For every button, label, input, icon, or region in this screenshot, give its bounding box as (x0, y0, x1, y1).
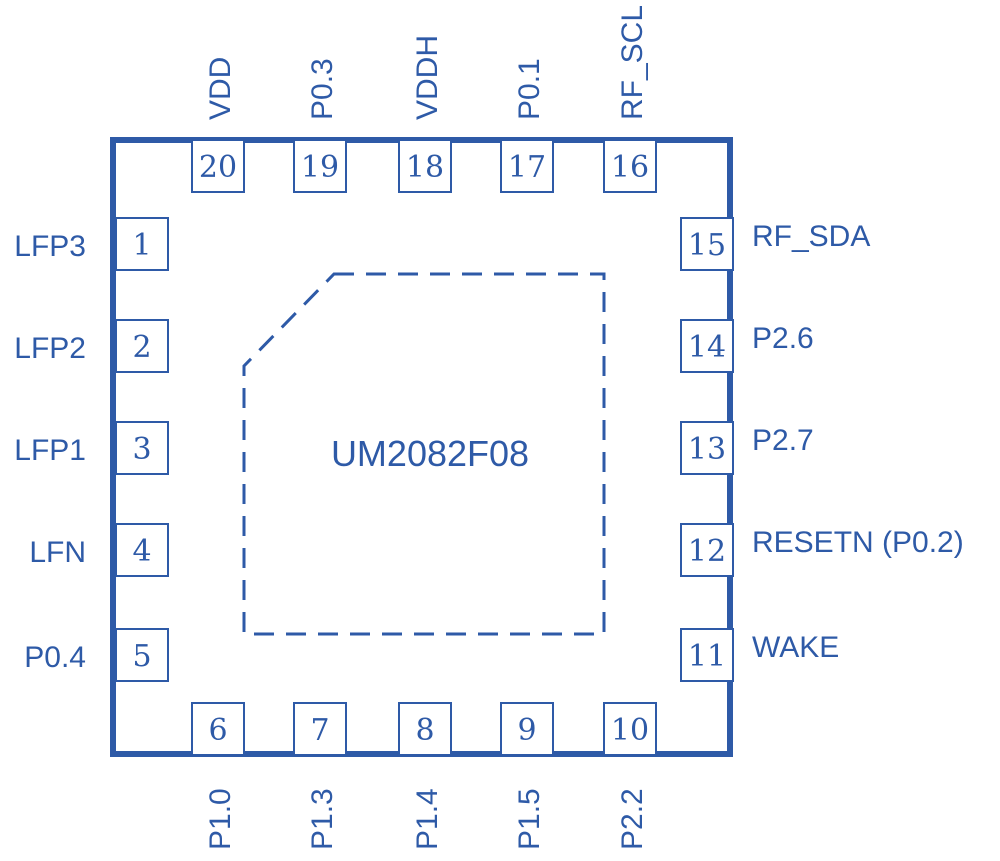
pin-number: 20 (199, 150, 237, 185)
pin-6: 6P1.0 (191, 702, 245, 850)
pin-number: 3 (132, 432, 151, 467)
pin-box (398, 702, 452, 756)
pin-15: 15 RF_SDA (680, 217, 870, 271)
pin-5: 5 P0.4 (24, 628, 169, 682)
pin-label: P2.6 (752, 322, 814, 355)
pin-label: LFP1 (14, 434, 86, 467)
pin-box (115, 319, 169, 373)
pin-box (115, 421, 169, 475)
exposed-pad (242, 272, 606, 636)
pin-label: P2.2 (616, 788, 649, 850)
pin-4: 4 LFN (29, 523, 169, 577)
pin-label: P0.1 (513, 58, 546, 120)
pin-label: P0.4 (24, 641, 86, 674)
pin-number: 6 (208, 713, 227, 748)
pin-box (500, 139, 554, 193)
pin-box (115, 217, 169, 271)
pin-label: VDDH (411, 35, 444, 120)
pin-19: 19 P0.3 (293, 58, 347, 193)
pin-box (680, 523, 734, 577)
pin-label: VDD (204, 57, 237, 120)
pin-box (115, 628, 169, 682)
pin-box (680, 628, 734, 682)
pin-number: 17 (508, 150, 546, 185)
pin-20: 20 VDD (191, 57, 245, 193)
pin-box (680, 421, 734, 475)
pin-number: 7 (310, 713, 329, 748)
pin-18: 18 VDDH (398, 35, 452, 193)
pin-label: RESETN (P0.2) (752, 526, 964, 559)
pin-3: 3 LFP1 (14, 421, 169, 475)
pin-label: P1.3 (306, 788, 339, 850)
pin-number: 19 (301, 150, 339, 185)
pin-2: 2 LFP2 (14, 319, 169, 373)
pin-box (191, 139, 245, 193)
pin-box (680, 319, 734, 373)
pin-box (398, 139, 452, 193)
pin-number: 18 (406, 150, 444, 185)
pin-box (191, 702, 245, 756)
pin-9: 9P1.5 (500, 702, 554, 850)
pin-label: LFP3 (14, 230, 86, 263)
pin-1: 1 LFP3 (14, 217, 169, 271)
pin-number: 1 (132, 228, 151, 263)
pin-number: 13 (688, 432, 726, 467)
pin-12: 12 RESETN (P0.2) (680, 523, 964, 577)
pin-8: 8P1.4 (398, 702, 452, 850)
pin-14: 14 P2.6 (680, 319, 814, 373)
pin-box (603, 702, 657, 756)
pin-label: P1.4 (411, 788, 444, 850)
pin-box (680, 217, 734, 271)
pin-label: RF_SCL (616, 5, 649, 120)
pin-number: 15 (688, 228, 726, 263)
pin-number: 11 (688, 639, 726, 674)
pin-number: 5 (132, 639, 151, 674)
pin-label: P1.5 (513, 788, 546, 850)
pin-17: 17 P0.1 (500, 58, 554, 193)
pin-number: 4 (132, 534, 151, 569)
pin-box (115, 523, 169, 577)
pin-11: 11 WAKE (680, 628, 839, 682)
pin-label: LFN (29, 536, 86, 569)
pin-13: 13 P2.7 (680, 421, 814, 475)
pin-number: 9 (517, 713, 536, 748)
pin-label: RF_SDA (752, 220, 870, 253)
pin-box (603, 139, 657, 193)
pin-number: 14 (688, 330, 726, 365)
pin-number: 2 (132, 330, 151, 365)
pin-number: 8 (415, 713, 434, 748)
pin-box (293, 702, 347, 756)
pin-box (293, 139, 347, 193)
pin-label: P1.0 (204, 788, 237, 850)
pin-label: LFP2 (14, 332, 86, 365)
pin-number: 16 (611, 150, 649, 185)
pin-16: 16 RF_SCL (603, 5, 657, 193)
pin-label: P2.7 (752, 424, 814, 457)
pin-number: 10 (611, 713, 649, 748)
pin-label: WAKE (752, 631, 839, 664)
pin-number: 12 (688, 534, 726, 569)
chip-name: UM2082F08 (331, 433, 529, 474)
pins-layer: 20VDD19P0.318VDDH17P0.116RF_SCL1LFP32LFP… (14, 5, 963, 850)
pin-box (500, 702, 554, 756)
pin-label: P0.3 (306, 58, 339, 120)
pin-7: 7P1.3 (293, 702, 347, 850)
